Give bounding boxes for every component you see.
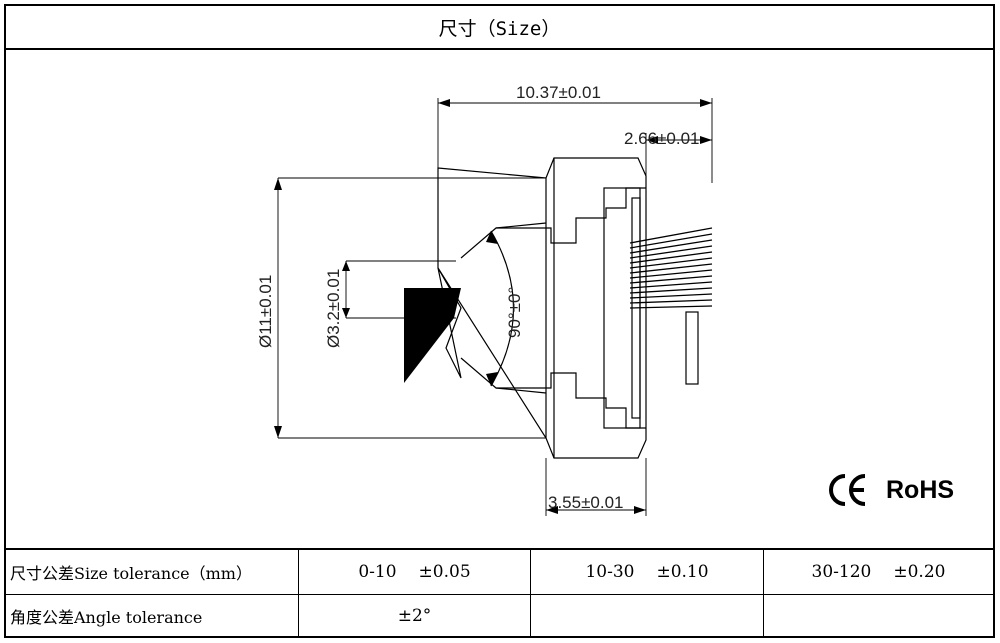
- range-tolerance: ±0.05: [418, 562, 471, 582]
- angle-tolerance-label: 角度公差Angle tolerance: [6, 594, 299, 638]
- range-label: 30-120: [811, 562, 872, 582]
- rohs-mark: RoHS: [886, 475, 955, 504]
- page-title: 尺寸（Size）: [6, 6, 993, 50]
- empty-cell: [531, 594, 764, 638]
- angle-tolerance-value: ±2°: [299, 594, 531, 638]
- angle-tolerance-row: 角度公差Angle tolerance ±2°: [6, 594, 993, 638]
- certification-marks: RoHS: [828, 472, 954, 508]
- inner-profile-top: [496, 187, 646, 244]
- cable-bundle: [629, 227, 713, 309]
- size-tolerance-label: 尺寸公差Size tolerance（mm）: [6, 550, 299, 594]
- dim-outer-diameter: Ø11±0.01: [256, 275, 275, 348]
- dim-fov-angle: 90°±0°: [505, 287, 524, 338]
- dim-rear-length: 2.66±0.01: [624, 129, 700, 148]
- empty-cell: [764, 594, 993, 638]
- lens-body-outline: [437, 157, 647, 459]
- range-label: 10-30: [585, 562, 635, 582]
- lens-diagram: 10.37±0.01 2.66±0.01 Ø11±0.01 Ø3.2±0.01 …: [256, 83, 713, 516]
- dim-overall-length: 10.37±0.01: [516, 83, 601, 102]
- inner-profile-bottom: [496, 372, 646, 429]
- range-cell-0: 0-10 ±0.05: [299, 550, 531, 594]
- lens-drawing: 10.37±0.01 2.66±0.01 Ø11±0.01 Ø3.2±0.01 …: [6, 48, 993, 548]
- fov-arc: [490, 230, 515, 387]
- dim-base-length: 3.55±0.01: [548, 493, 624, 512]
- ce-mark-icon: [829, 474, 866, 506]
- front-lens-element: [404, 288, 461, 383]
- range-label: 0-10: [358, 562, 397, 582]
- tolerance-table: 尺寸公差Size tolerance（mm） 0-10 ±0.05 10-30 …: [6, 548, 993, 638]
- range-tolerance: ±0.20: [893, 562, 946, 582]
- size-tolerance-row: 尺寸公差Size tolerance（mm） 0-10 ±0.05 10-30 …: [6, 550, 993, 595]
- range-tolerance: ±0.10: [656, 562, 709, 582]
- dim-front-diameter: Ø3.2±0.01: [324, 269, 343, 348]
- range-cell-1: 10-30 ±0.10: [531, 550, 764, 594]
- range-cell-2: 30-120 ±0.20: [764, 550, 993, 594]
- spec-sheet: 尺寸（Size）: [4, 4, 995, 638]
- rear-pin-stub: [685, 311, 699, 385]
